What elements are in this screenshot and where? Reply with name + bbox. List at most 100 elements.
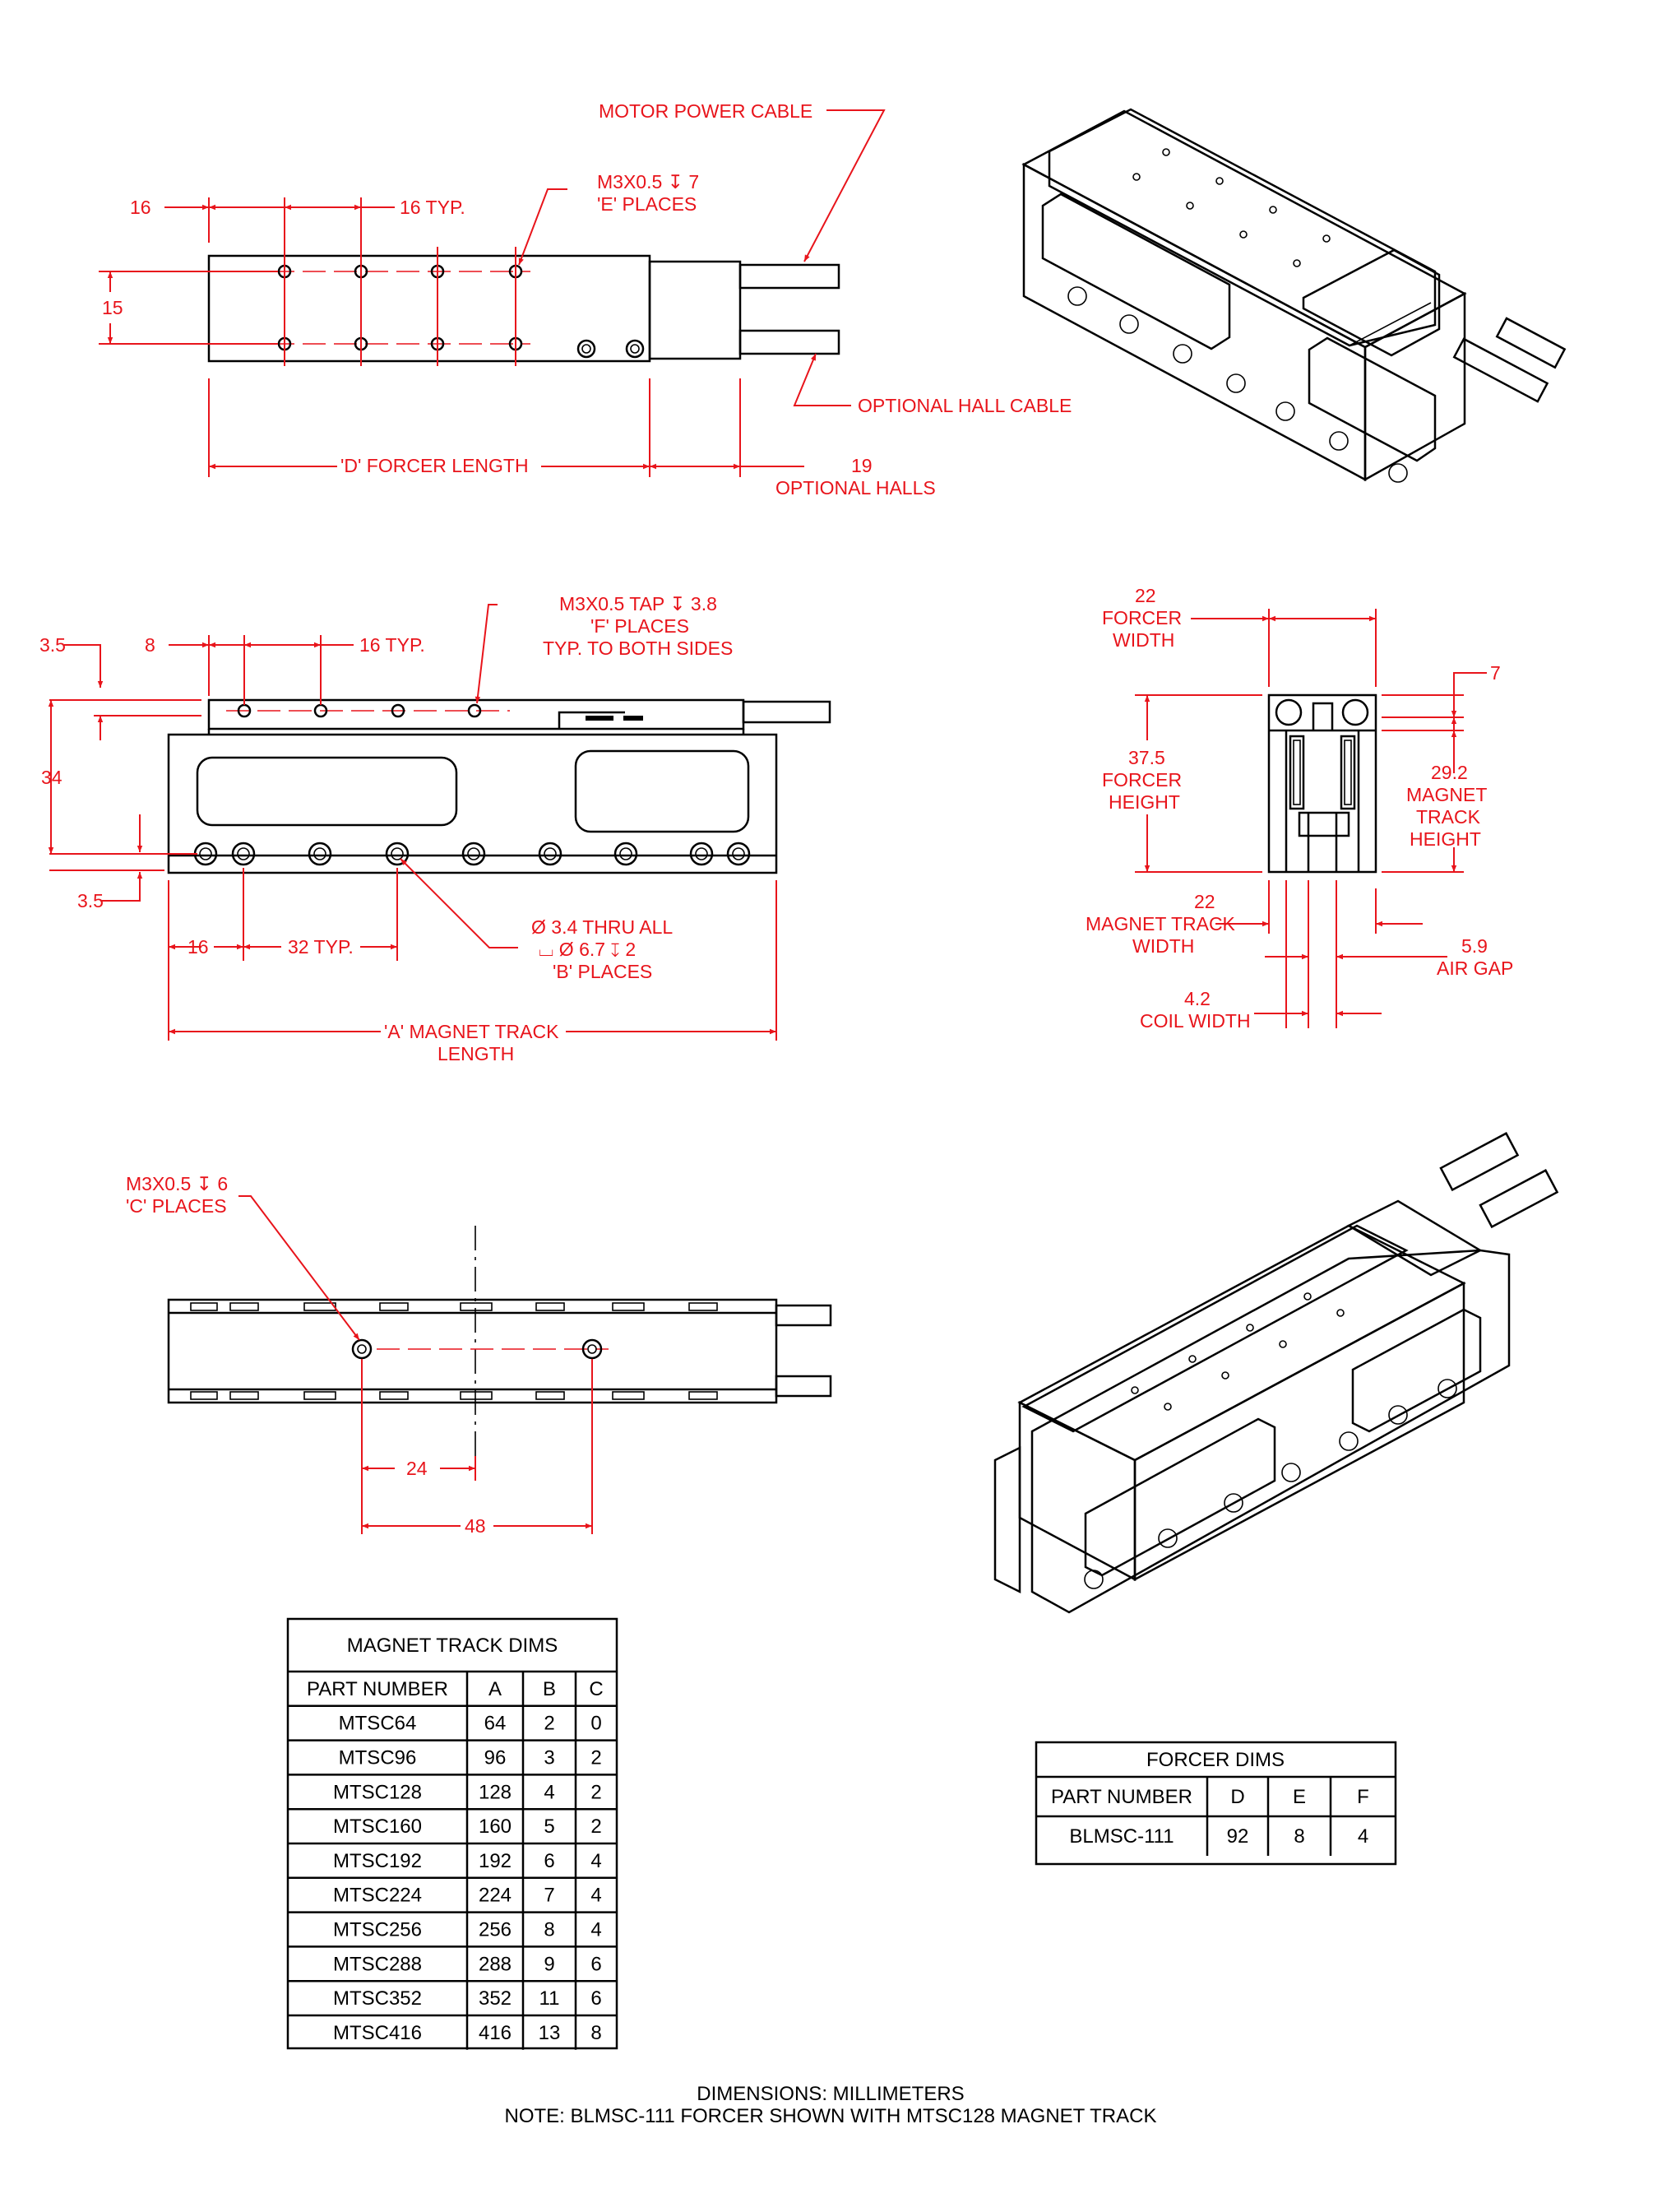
end-coil-width-value: 4.2 [1184,988,1211,1009]
magnet-table-cell: 6 [590,1987,601,2010]
forcer-table-cell: 92 [1227,1825,1249,1848]
side-dim-16-typ-label: 16 TYP. [359,634,425,656]
magnet-table-cell: 9 [544,1953,554,1975]
magnet-table-cell: MTSC416 [333,2022,422,2044]
end-track-width-label-2: WIDTH [1132,935,1194,957]
side-view: 3.5 8 16 TYP. M3X0.5 TAP ↧ 3.8 'F' PLACE… [39,593,831,1064]
top-view-body [207,254,840,363]
magnet-table-cell: 2 [590,1747,601,1769]
end-view-dimension-lines [1135,609,1487,1028]
forcer-table-header-cell: F [1357,1786,1369,1808]
side-dim-3-5-bottom-label: 3.5 [77,890,104,911]
forcer-table-header-cell: D [1230,1786,1244,1808]
magnet-table-cell: 2 [590,1781,601,1803]
top-dim-16-typ-label: 16 TYP. [400,197,465,218]
magnet-table-cell: 3 [544,1747,554,1769]
side-a-magnet-track-label: 'A' MAGNET TRACK [384,1021,559,1042]
magnet-table-cell: MTSC256 [333,1919,422,1941]
magnet-table-cell: 4 [590,1850,601,1872]
magnet-table-cell: MTSC352 [333,1987,422,2010]
magnet-table-header-cell: C [589,1678,603,1700]
magnet-table-cell: 64 [484,1713,507,1735]
top-view-holes [271,264,530,351]
magnet-table-cell: 7 [544,1885,554,1907]
end-track-width-label-1: MAGNET TRACK [1086,913,1236,934]
bottom-tap-c-label: M3X0.5 ↧ 6 [126,1173,228,1194]
top-view: MOTOR POWER CABLE 16 16 TYP. M3X0.5 ↧ 7 … [99,100,1072,499]
forcer-table-header-cell: E [1293,1786,1306,1808]
forcer-dims-table: FORCER DIMS PART NUMBER D E F BLMSC-111 92 8 4 [1035,1741,1397,1866]
magnet-table-cell: 288 [479,1953,512,1975]
forcer-table-title: FORCER DIMS [1146,1749,1285,1771]
magnet-table-header-cell: B [543,1678,556,1700]
end-forcer-width-value: 22 [1135,585,1156,606]
end-track-width-value: 22 [1194,891,1215,912]
magnet-table-cell: 2 [544,1713,554,1735]
top-dim-19-label: 19 [851,455,873,476]
magnet-table-cell: 4 [590,1919,601,1941]
bottom-dim-48-label: 48 [465,1515,486,1537]
top-tap-e-label: M3X0.5 ↧ 7 [597,171,699,192]
bottom-view-slots [190,1302,718,1400]
top-optional-halls-label: OPTIONAL HALLS [775,477,936,499]
end-forcer-width-label-2: WIDTH [1113,629,1174,651]
end-track-height-value: 29.2 [1431,762,1468,783]
side-view-holes [193,703,751,866]
top-optional-hall-cable-label: OPTIONAL HALL CABLE [858,395,1072,416]
bottom-tap-c-places-label: 'C' PLACES [126,1195,227,1217]
magnet-table-cell: 256 [479,1919,512,1941]
side-dim-32-typ-label: 32 TYP. [288,936,354,958]
end-forcer-height-label-2: HEIGHT [1109,791,1180,813]
end-air-gap-value: 5.9 [1461,935,1488,957]
end-view: 22 FORCER WIDTH 7 37.5 FORCER HEIGHT 29.… [1086,585,1513,1032]
magnet-table-header-cell: PART NUMBER [307,1678,448,1700]
top-motor-power-cable-label: MOTOR POWER CABLE [599,100,812,122]
end-air-gap-label: AIR GAP [1437,958,1513,979]
end-track-height-label-1: MAGNET [1406,784,1487,805]
magnet-table-cell: MTSC128 [333,1781,422,1803]
forcer-table-cell: BLMSC-111 [1069,1825,1174,1848]
magnet-table-cell: 224 [479,1885,512,1907]
side-thru-all-label: Ø 3.4 THRU ALL [531,916,673,938]
magnet-table-title: MAGNET TRACK DIMS [347,1635,558,1657]
side-b-places-label: 'B' PLACES [553,961,652,982]
magnet-table-cell: 160 [479,1816,512,1838]
magnet-table-cell: 2 [590,1816,601,1838]
end-dim-7-label: 7 [1490,662,1501,684]
end-forcer-height-value: 37.5 [1128,747,1165,768]
magnet-table-cell: 5 [544,1816,554,1838]
bottom-dim-24-label: 24 [406,1458,428,1479]
magnet-table-cell: 13 [539,2022,561,2044]
magnet-table-cell: 4 [590,1885,601,1907]
magnet-table-header-cell: A [488,1678,502,1700]
side-dim-8-label: 8 [145,634,155,656]
forcer-table-cell: 4 [1358,1825,1368,1848]
end-track-height-label-3: HEIGHT [1410,828,1481,850]
end-forcer-height-label-1: FORCER [1102,769,1182,791]
magnet-table-cell: 6 [544,1850,554,1872]
bottom-view: M3X0.5 ↧ 6 'C' PLACES 24 48 [126,1173,832,1537]
magnet-table-cell: 6 [590,1953,601,1975]
side-a-length-label: LENGTH [437,1043,514,1064]
side-tap-f-label: M3X0.5 TAP ↧ 3.8 [559,593,717,614]
magnet-table-cell: MTSC192 [333,1850,422,1872]
magnet-table-cell: MTSC160 [333,1816,422,1838]
bottom-view-dimension-lines [238,1195,593,1534]
magnet-table-cell: 128 [479,1781,512,1803]
magnet-table-cell: 416 [479,2022,512,2044]
magnet-table-cell: 0 [590,1713,601,1735]
side-tap-f-places-label: 'F' PLACES [590,615,689,637]
end-forcer-width-label-1: FORCER [1102,607,1182,628]
bottom-view-body [167,1226,832,1456]
isometric-view-bottom [993,1132,1559,1614]
magnet-table-cell: MTSC224 [333,1885,422,1907]
top-dim-15-label: 15 [102,297,123,318]
top-view-dimension-lines [99,109,886,477]
side-tap-f-sides-label: TYP. TO BOTH SIDES [543,638,733,659]
isometric-view-top [1021,108,1567,483]
forcer-table-cell: 8 [1294,1825,1304,1848]
side-view-dimension-lines [48,604,777,1041]
forcer-table-header-cell: PART NUMBER [1051,1786,1192,1808]
